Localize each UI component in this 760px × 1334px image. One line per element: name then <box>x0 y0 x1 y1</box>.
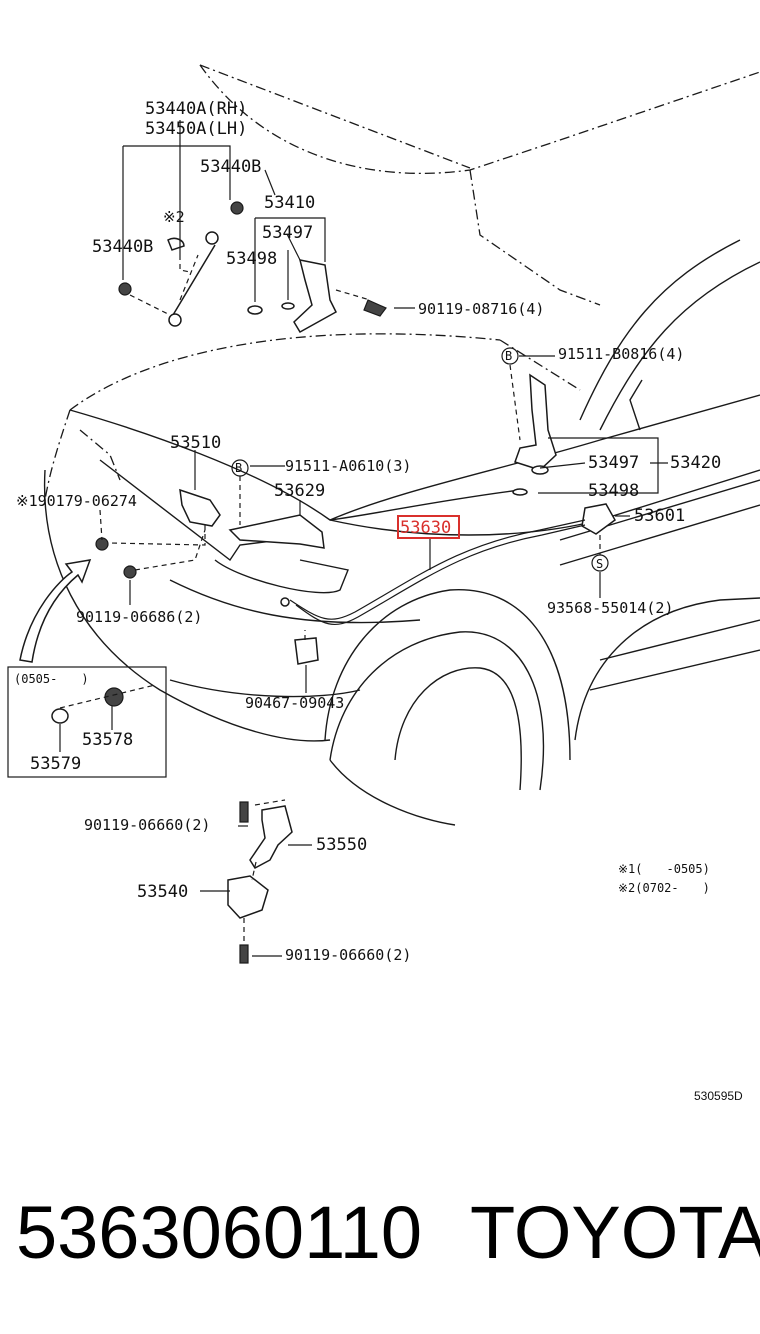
diagram-reference-code: 530595D <box>694 1089 743 1103</box>
label-53450a: 53450A(LH) <box>145 119 247 139</box>
footnote-2: ※2(0702- ) <box>618 881 710 895</box>
label-inset-range: (0505- ) <box>14 672 89 686</box>
label-53601: 53601 <box>634 506 685 526</box>
label-53578: 53578 <box>82 730 133 750</box>
label-mark2: ※2 <box>163 208 185 226</box>
label-53550: 53550 <box>316 835 367 855</box>
label-53497-top: 53497 <box>262 223 313 243</box>
label-53498-right: 53498 <box>588 481 639 501</box>
label-53498-top: 53498 <box>226 249 277 269</box>
label-53420: 53420 <box>670 453 721 473</box>
label-90119-06686: 90119-06686(2) <box>76 608 202 626</box>
label-90119-06660-b: 90119-06660(2) <box>285 946 411 964</box>
label-90467-09043: 90467-09043 <box>245 694 344 712</box>
marker-b-circle <box>501 347 519 365</box>
label-53629: 53629 <box>274 481 325 501</box>
footnote-1: ※1( -0505) <box>618 862 710 876</box>
label-53497-right: 53497 <box>588 453 639 473</box>
leader-lines <box>19 120 668 957</box>
label-marker-s: S <box>596 557 603 571</box>
label-53440a: 53440A(RH) <box>145 99 247 119</box>
label-53410: 53410 <box>264 193 315 213</box>
label-marker-b2: B <box>235 461 242 475</box>
label-90119-08716: 90119-08716(4) <box>418 300 544 318</box>
label-90119-06660-a: 90119-06660(2) <box>84 816 210 834</box>
label-53440b-left: 53440B <box>92 237 153 257</box>
marker-b-circle <box>231 459 249 477</box>
label-53440b-top: 53440B <box>200 157 261 177</box>
product-caption: 5363060110 TOYOTA <box>0 1188 760 1278</box>
label-90179-06274: ※190179-06274 <box>16 492 137 510</box>
label-53630: 53630 <box>400 518 451 538</box>
label-marker-b1: B <box>505 349 512 363</box>
inset-box <box>7 666 167 778</box>
parts-shapes <box>95 201 616 964</box>
label-91511-b0816: 91511-B0816(4) <box>558 345 684 363</box>
label-53579: 53579 <box>30 754 81 774</box>
label-93568-55014: 93568-55014(2) <box>547 599 673 617</box>
parts-diagram: 53440A(RH) 53450A(LH) 53440B ※2 53440B 5… <box>7 64 760 1103</box>
marker-s-circle <box>591 554 609 572</box>
part-number-text: 5363060110 <box>16 1191 423 1274</box>
vehicle-outline <box>43 64 760 826</box>
label-91511-a0610: 91511-A0610(3) <box>285 457 411 475</box>
highlight-box <box>397 515 460 539</box>
label-53540: 53540 <box>137 882 188 902</box>
label-53510: 53510 <box>170 433 221 453</box>
brand-text: TOYOTA <box>470 1191 760 1274</box>
